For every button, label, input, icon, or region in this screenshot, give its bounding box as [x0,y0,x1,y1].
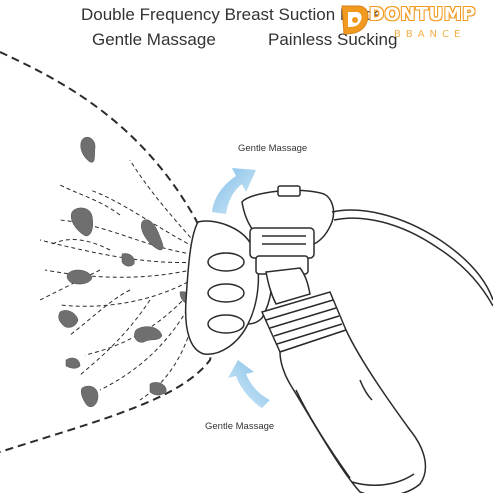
breast-outline [0,51,212,453]
callout-label-bottom: Gentle Massage [205,421,275,432]
milk-gland-blobs [58,137,195,407]
milk-duct-lines [39,159,201,401]
feature-gentle-massage: Gentle Massage [92,30,216,49]
watermark-subtitle: BBANCE [394,29,466,40]
curved-arrow-icon [212,168,256,214]
watermark-logo-icon [341,5,369,35]
curved-arrow-icon [228,360,270,408]
callout-label-top: Gentle Massage [238,143,308,154]
breast-shield [184,220,273,355]
feature-painless-sucking: Painless Sucking [268,30,398,49]
air-tube [331,209,493,301]
pump-head [241,185,335,275]
milk-bottle [279,329,427,493]
air-tube [333,217,493,307]
bottle-neck [265,267,311,305]
watermark-brand: DONTUMP [368,3,476,26]
headline: Double Frequency Breast Suction Mode [81,5,383,24]
watermark: DONTUMP BBANCE [338,2,493,58]
